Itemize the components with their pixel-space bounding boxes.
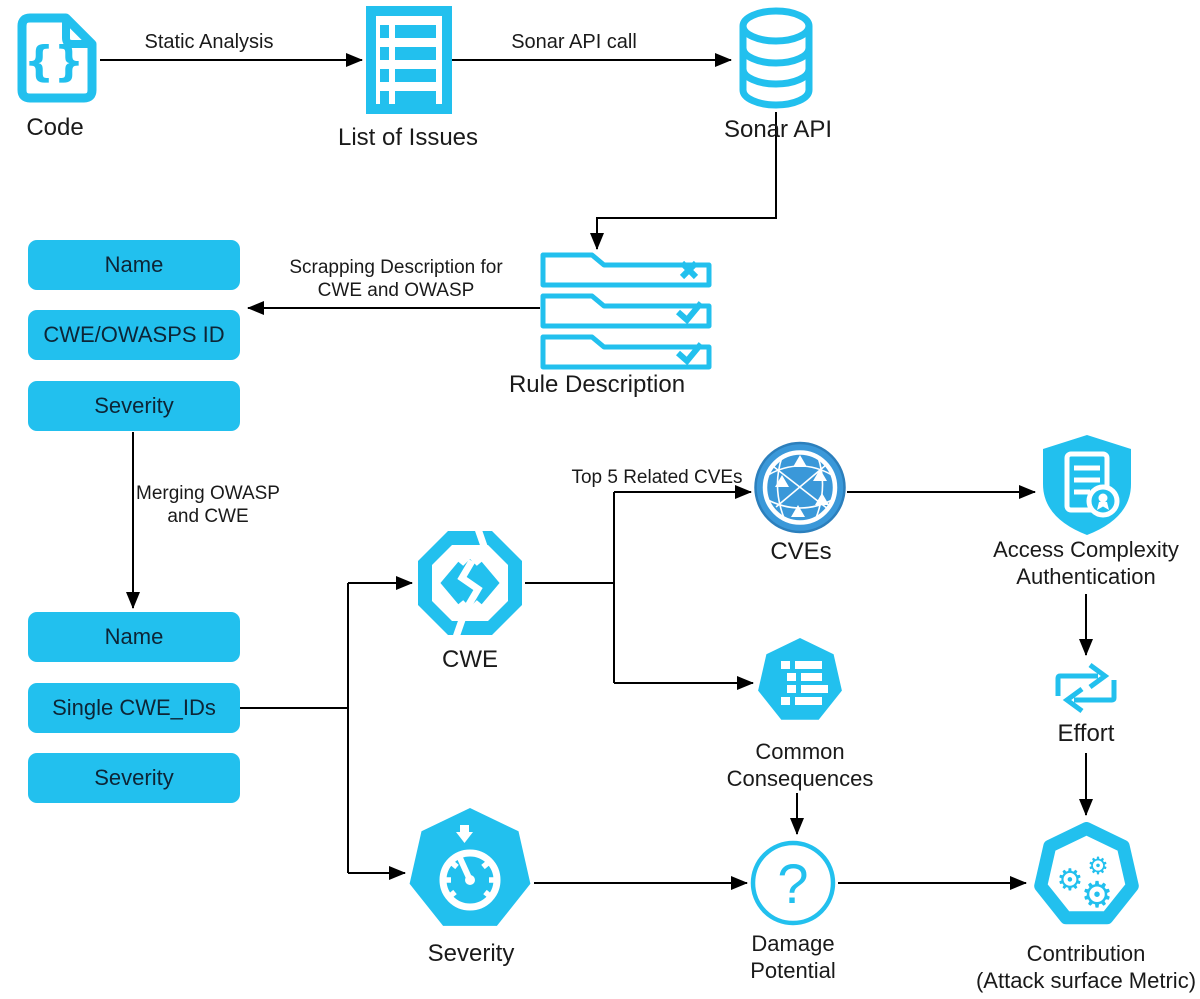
top5-related-cves-edge-label: Top 5 Related CVEs — [571, 467, 743, 488]
contribution-label: Contribution (Attack surface Metric) — [975, 941, 1197, 993]
cwe-logo-icon — [418, 528, 522, 638]
check-mark-icon — [676, 342, 704, 366]
field-box-cwe-owasps-id: CWE/OWASPS ID — [28, 310, 240, 360]
gear-icon: ⚙ — [1057, 863, 1084, 898]
merging-edge-label: Merging OWASP and CWE — [136, 483, 280, 527]
check-mark-icon — [676, 301, 704, 325]
field-box-severity-2: Severity — [28, 753, 240, 803]
access-complexity-label: Access Complexity Authentication — [993, 537, 1179, 589]
cves-label: CVEs — [770, 538, 832, 565]
cves-network-globe-icon — [754, 441, 846, 534]
list-of-issues-label: List of Issues — [337, 124, 479, 151]
svg-text:?: ? — [777, 852, 808, 915]
code-file-icon: {} — [17, 13, 97, 103]
scrapping-edge-label: Scrapping Description for CWE and OWASP — [289, 257, 503, 301]
common-consequences-icon — [758, 638, 842, 720]
rule-description-icon — [540, 252, 712, 370]
gear-icon: ⚙ — [1081, 875, 1113, 916]
common-consequences-label: Common Consequences — [726, 739, 874, 791]
sonar-api-database-icon — [739, 7, 813, 109]
damage-potential-question-icon: ? — [750, 840, 836, 926]
svg-text:{}: {} — [24, 37, 84, 86]
cwe-label: CWE — [442, 646, 498, 673]
gear-icon: ⚙ — [1087, 852, 1109, 880]
field-box-severity-1: Severity — [28, 381, 240, 431]
field-box-name-2: Name — [28, 612, 240, 662]
access-complexity-shield-icon — [1043, 435, 1131, 535]
static-analysis-edge-label: Static Analysis — [144, 31, 274, 53]
sonar-api-label: Sonar API — [723, 116, 833, 143]
field-box-name-1: Name — [28, 240, 240, 290]
list-of-issues-icon — [366, 6, 452, 114]
field-box-single-cwe-ids: Single CWE_IDs — [28, 683, 240, 733]
code-label: Code — [26, 114, 84, 141]
severity-node-label: Severity — [427, 940, 515, 967]
damage-potential-label: Damage Potential — [750, 931, 836, 983]
sonar-api-call-edge-label: Sonar API call — [511, 31, 637, 53]
x-mark-icon — [679, 260, 699, 280]
effort-label: Effort — [1057, 720, 1115, 747]
severity-gauge-icon — [409, 808, 531, 926]
contribution-gears-icon: ⚙ ⚙ ⚙ — [1034, 822, 1139, 925]
effort-sync-arrows-icon — [1055, 662, 1117, 714]
rule-description-label: Rule Description — [508, 371, 686, 398]
